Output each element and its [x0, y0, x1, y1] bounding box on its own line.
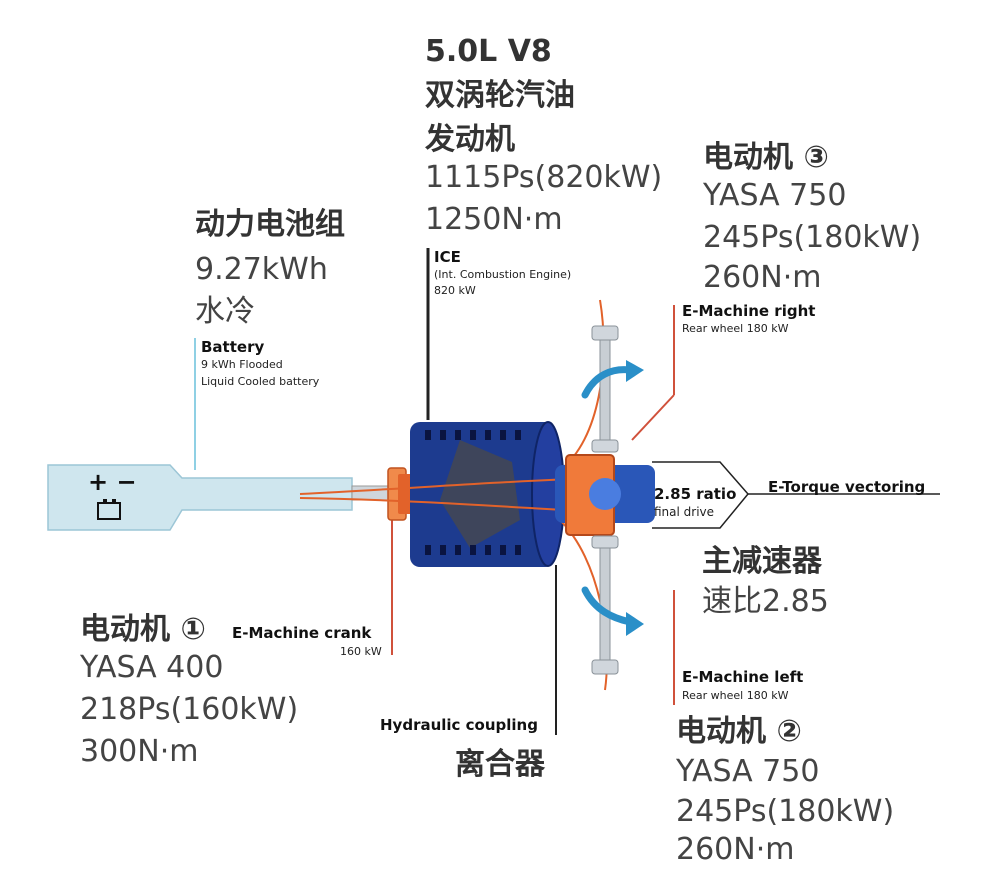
motor2-torque: 260N·m	[676, 832, 795, 867]
motor1-title: 电动机 ①	[80, 612, 206, 647]
engine-power: 1115Ps(820kW)	[425, 160, 663, 195]
motor3-torque: 260N·m	[703, 260, 822, 295]
gearbox-shape	[555, 454, 655, 536]
battery-line2: Liquid Cooled battery	[201, 375, 320, 388]
motor3-power: 245Ps(180kW)	[703, 220, 922, 255]
engine-title-line1: 5.0L V8	[425, 34, 552, 69]
coupling-label: Hydraulic coupling	[380, 716, 538, 734]
emachine-crank-label: E-Machine crank	[232, 624, 372, 642]
battery-symbol: + −	[88, 468, 137, 496]
gearbox-sub: final drive	[654, 505, 715, 519]
engine-title-line2: 双涡轮汽油	[425, 78, 575, 113]
engine-title-line3: 发动机	[425, 122, 515, 157]
ice-sub: (Int. Combustion Engine)	[434, 268, 572, 281]
motor1-torque: 300N·m	[80, 734, 199, 769]
battery-capacity: 9.27kWh	[195, 252, 328, 287]
battery-label: Battery	[201, 338, 265, 356]
gearbox-ratio: 2.85 ratio	[654, 485, 737, 503]
motor3-model: YASA 750	[703, 178, 847, 213]
battery-line1: 9 kWh Flooded	[201, 358, 283, 371]
emachine-left-sub: Rear wheel 180 kW	[682, 689, 789, 702]
motor1-power: 218Ps(160kW)	[80, 692, 299, 727]
motor1-model: YASA 400	[80, 650, 224, 685]
emachine-right-label: E-Machine right	[682, 302, 816, 320]
torque-vectoring-label: E-Torque vectoring	[768, 478, 926, 496]
battery-shape	[47, 464, 353, 531]
reducer-title: 主减速器	[702, 544, 822, 579]
battery-cooling: 水冷	[195, 294, 255, 329]
engine-block-shape	[410, 421, 565, 567]
emachine-left-label: E-Machine left	[682, 668, 804, 686]
reducer-ratio: 速比2.85	[702, 584, 829, 619]
ice-label: ICE	[434, 248, 461, 266]
engine-torque: 1250N·m	[425, 202, 563, 237]
coupling-cn: 离合器	[455, 747, 545, 782]
emachine-right-sub: Rear wheel 180 kW	[682, 322, 789, 335]
rear-axle-shape	[591, 325, 619, 675]
motor2-power: 245Ps(180kW)	[676, 794, 895, 829]
rotation-arrow-shapes	[581, 366, 634, 626]
battery-title: 动力电池组	[195, 207, 345, 242]
motor2-title: 电动机 ②	[676, 714, 802, 749]
motor3-title: 电动机 ③	[703, 140, 829, 175]
ice-power: 820 kW	[434, 284, 476, 297]
emachine-crank-sub: 160 kW	[340, 645, 382, 658]
motor2-model: YASA 750	[676, 754, 820, 789]
